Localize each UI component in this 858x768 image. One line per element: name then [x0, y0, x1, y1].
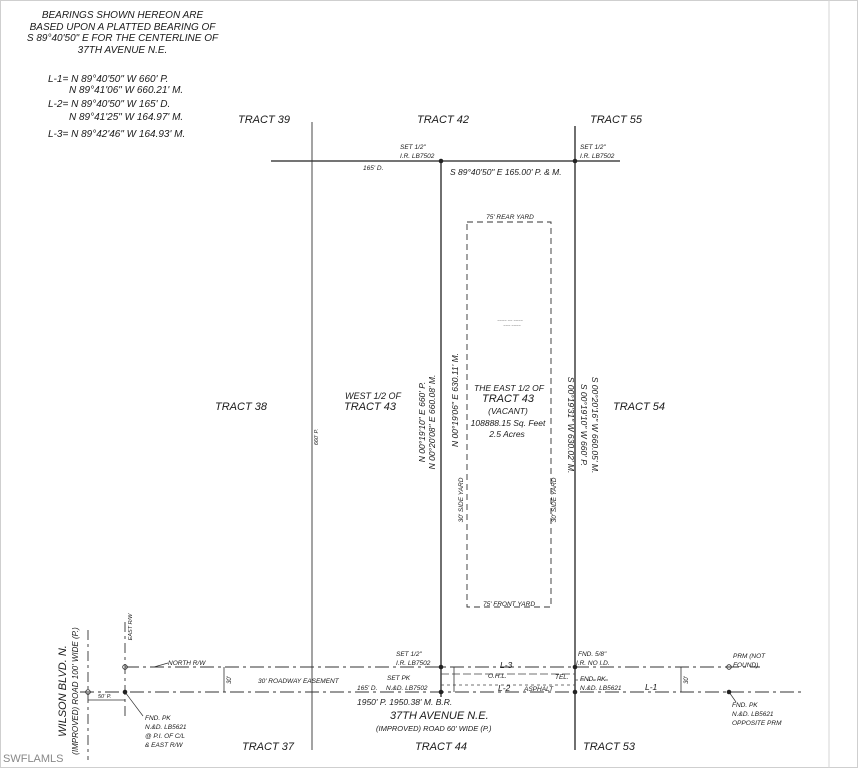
west-inner-bearing: N 00°19'06" E 630.11' M. — [450, 353, 460, 447]
bearing-note-line: 37TH AVENUE N.E. — [77, 44, 168, 56]
line-table-l1: L-1= N 89°40'50" W 660' P. — [48, 74, 169, 85]
building-setback-box — [466, 221, 552, 608]
thirty-right-label: 30' — [684, 675, 690, 684]
monument-prm — [726, 664, 732, 670]
parcel-acres: 2.5 Acres — [488, 429, 525, 439]
line-table-l2: L-2= N 89°40'50" W 165' D. — [48, 99, 171, 110]
monument-se-corner — [572, 664, 578, 670]
leader-fnd-pk-west — [124, 691, 144, 717]
l3-label: L-3 — [500, 660, 513, 670]
sw-monument-label-2: I.R. LB7502 — [396, 660, 431, 667]
fnd-pk-label-2: N.&D. LB5621 — [580, 685, 622, 692]
wilson-blvd-label: WILSON BLVD. N. — [57, 645, 69, 737]
ne-monument-label-2: I.R. LB7502 — [580, 153, 615, 160]
ohl-label: O.H.L. — [488, 673, 507, 680]
monument-east-rw — [122, 664, 128, 670]
tract-54-label: TRACT 54 — [613, 401, 665, 413]
fnd-pk-prm-label-3: OPPOSITE PRM — [732, 720, 782, 727]
tract-42-label: TRACT 42 — [417, 114, 469, 126]
west-bearing-plat: N 00°19'10" E 660' P. — [417, 382, 427, 462]
monument-fnd-pk-prm — [726, 689, 732, 695]
monument-wilson-center — [85, 689, 91, 695]
west-half-tract-label: TRACT 43 — [344, 401, 397, 413]
line-table-l2-measured: N 89°41'25" W 164.97' M. — [69, 112, 184, 123]
rear-yard-label: 75' REAR YARD — [486, 214, 534, 221]
fnd-pk-west-label-4: & EAST R/W — [145, 742, 183, 749]
monument-ne-corner — [572, 158, 578, 164]
house-label: ~~~~ ~~ ~~~~ — [497, 318, 523, 323]
parcel-area: 108888.15 Sq. Feet — [471, 418, 546, 428]
tract-44-label: TRACT 44 — [415, 741, 467, 753]
nw-monument-label: SET 1/2" — [400, 144, 426, 151]
se-monument-label-2: I.R. NO I.D. — [576, 660, 610, 667]
parcel-desc-line2: TRACT 43 — [482, 393, 535, 405]
asphalt-label: ASPHALT — [523, 686, 554, 693]
set-pk-label: SET PK — [387, 675, 411, 682]
leader-north-rw — [153, 662, 169, 668]
west-bearing-measured: N 00°20'08" E 660.08' M. — [427, 375, 437, 470]
roadway-easement-label: 30' ROADWAY EASEMENT — [258, 678, 340, 685]
tract-38-dim-label: 660' P. — [314, 429, 320, 445]
sw-monument-label: SET 1/2" — [396, 651, 422, 658]
monument-fnd-pk — [572, 689, 578, 695]
fnd-pk-prm-label: FND. PK — [732, 702, 758, 709]
bearing-note-line: BASED UPON A PLATTED BEARING OF — [29, 21, 216, 33]
bearing-note-line: BEARINGS SHOWN HEREON ARE — [41, 10, 204, 21]
l1-label: L-1 — [645, 682, 658, 692]
avenue-sub-label: (IMPROVED) ROAD 60' WIDE (P.) — [376, 724, 492, 733]
east-bearing-measured: S 00°20'16" W 660.05' M. — [590, 377, 600, 474]
dim-50p-label: 50' P. — [98, 694, 111, 700]
monument-set-pk — [438, 689, 444, 695]
monument-sw-corner — [438, 664, 444, 670]
monument-wilson-pi — [122, 689, 128, 695]
l2-label: L-2 — [498, 683, 511, 693]
dim-165d-label: 165' D. — [357, 685, 378, 692]
bearing-note: BEARINGS SHOWN HEREON ARE BASED UPON A P… — [0, 10, 245, 56]
monument-nw-corner — [438, 158, 444, 164]
parcel-desc-line3: (VACANT) — [488, 406, 528, 416]
fnd-pk-west-label-2: N.&D. LB5621 — [145, 724, 187, 731]
north-bearing-label: S 89°40'50" E 165.00' P. & M. — [450, 167, 562, 177]
side-yard-east-label: 30' SIDE YARD — [551, 477, 558, 522]
east-rw-label: EAST R/W — [128, 613, 134, 640]
front-yard-label: 75' FRONT YARD — [483, 601, 535, 608]
fnd-pk-west-label-3: @ P.I. OF C/L — [145, 733, 185, 740]
thirty-left-label: 30' — [227, 675, 233, 684]
tract-53-label: TRACT 53 — [583, 741, 636, 753]
east-inner-bearing: S 00°19'31" W 630.02' M. — [566, 377, 576, 474]
tract-38-label: TRACT 38 — [215, 401, 268, 413]
base-distance-label: 1950' P. 1950.38' M. B.R. — [357, 697, 452, 707]
fnd-pk-label: FND. PK — [580, 676, 606, 683]
set-pk-label-2: N.&D. LB7502 — [386, 685, 428, 692]
tel-label: TEL. — [555, 674, 569, 681]
prm-label: PRM (NOT — [733, 653, 766, 660]
bearing-note-line: S 89°40'50" E FOR THE CENTERLINE OF — [26, 33, 219, 44]
fnd-pk-prm-label-2: N.&D. LB5621 — [732, 711, 774, 718]
north-dim-label: 165' D. — [363, 165, 384, 172]
mls-watermark: SWFLAMLS — [3, 753, 64, 765]
tract-37-label: TRACT 37 — [242, 741, 295, 753]
se-monument-label: FND. 5/8" — [578, 651, 607, 658]
ne-monument-label: SET 1/2" — [580, 144, 606, 151]
house-label-sub: ~~~ ~~~~ — [503, 323, 521, 328]
east-bearing-plat: S 00°19'10" W 660' P. — [579, 384, 589, 466]
avenue-label: 37TH AVENUE N.E. — [390, 710, 489, 722]
wilson-road-sub-label: (IMPROVED) ROAD 100' WIDE (P.) — [71, 627, 80, 755]
parcel-desc-line1: THE EAST 1/2 OF — [474, 383, 545, 393]
fnd-pk-west-label: FND. PK — [145, 715, 171, 722]
west-half-label: WEST 1/2 OF — [345, 391, 402, 401]
tract-55-label: TRACT 55 — [590, 114, 643, 126]
line-table-l1-measured: N 89°41'06" W 660.21' M. — [69, 85, 184, 96]
nw-monument-label-2: I.R. LB7502 — [400, 153, 435, 160]
side-yard-west-label: 30' SIDE YARD — [458, 477, 465, 522]
prm-label-2: FOUND) — [733, 662, 758, 669]
line-table-l3: L-3= N 89°42'46" W 164.93' M. — [48, 129, 186, 140]
tract-39-label: TRACT 39 — [238, 114, 290, 126]
north-rw-label: NORTH R/W — [168, 660, 206, 667]
